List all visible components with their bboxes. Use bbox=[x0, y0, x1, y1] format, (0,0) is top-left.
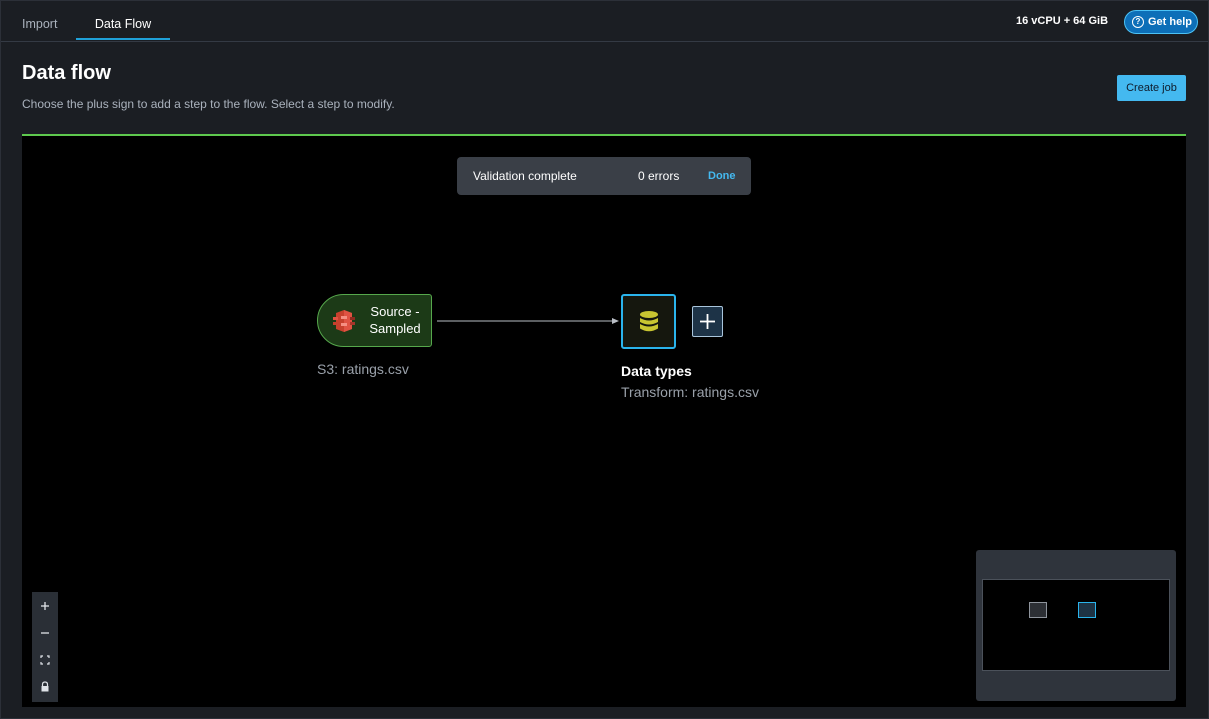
page-description: Choose the plus sign to add a step to th… bbox=[22, 97, 395, 111]
lock-button[interactable] bbox=[32, 673, 58, 700]
plus-icon bbox=[700, 314, 715, 329]
zoom-out-button[interactable] bbox=[32, 619, 58, 646]
validation-title: Validation complete bbox=[473, 169, 577, 183]
s3-bucket-icon bbox=[333, 310, 355, 332]
tab-data-flow[interactable]: Data Flow bbox=[94, 17, 152, 31]
get-help-label: Get help bbox=[1148, 16, 1193, 28]
fit-view-button[interactable] bbox=[32, 646, 58, 673]
page-title: Data flow bbox=[22, 62, 111, 84]
source-node-subtitle: S3: ratings.csv bbox=[317, 361, 409, 377]
question-icon: ? bbox=[1132, 16, 1144, 28]
flow-canvas[interactable]: Validation complete 0 errors Done Source… bbox=[22, 134, 1186, 707]
active-tab-indicator bbox=[76, 38, 170, 40]
canvas-controls bbox=[32, 592, 58, 702]
minimap[interactable] bbox=[976, 550, 1176, 701]
plus-icon bbox=[41, 602, 49, 610]
minus-icon bbox=[41, 632, 49, 634]
lock-icon bbox=[41, 681, 49, 692]
transform-node-title: Data types bbox=[621, 363, 692, 379]
validation-error-count: 0 errors bbox=[638, 169, 680, 183]
fit-view-icon bbox=[40, 655, 50, 665]
add-step-button[interactable] bbox=[692, 306, 723, 337]
validation-banner: Validation complete 0 errors Done bbox=[457, 157, 751, 195]
validation-done-button[interactable]: Done bbox=[708, 170, 736, 182]
minimap-source-node bbox=[1029, 602, 1047, 618]
instance-resources[interactable]: 16 vCPU + 64 GiB bbox=[1016, 15, 1109, 27]
minimap-viewport bbox=[982, 579, 1170, 671]
top-bar: Import Data Flow 16 vCPU + 64 GiB ? Get … bbox=[1, 1, 1208, 42]
source-node[interactable]: Source - Sampled bbox=[317, 294, 432, 347]
create-job-button[interactable]: Create job bbox=[1117, 75, 1186, 101]
get-help-button[interactable]: ? Get help bbox=[1124, 10, 1198, 34]
transform-node[interactable] bbox=[621, 294, 676, 349]
source-node-label: Source - Sampled bbox=[369, 304, 421, 336]
transform-node-subtitle: Transform: ratings.csv bbox=[621, 384, 759, 400]
minimap-transform-node bbox=[1078, 602, 1096, 618]
zoom-in-button[interactable] bbox=[32, 592, 58, 619]
tab-import[interactable]: Import bbox=[22, 17, 58, 31]
database-icon bbox=[640, 311, 658, 332]
